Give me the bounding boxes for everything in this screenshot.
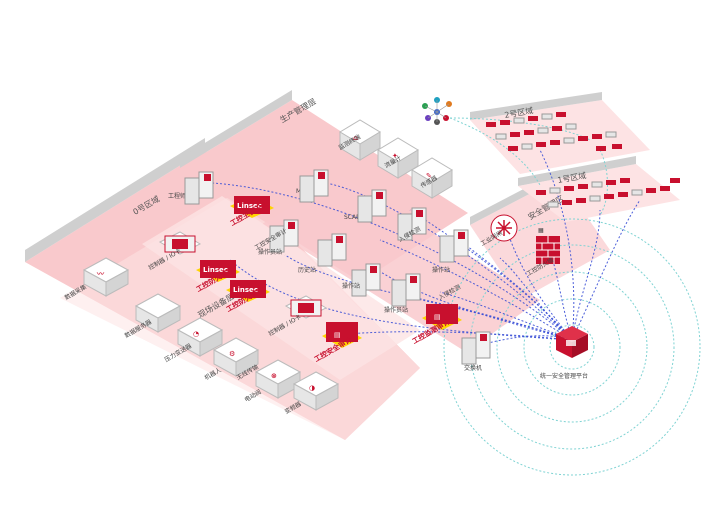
valve-icon: ⊗ (271, 372, 277, 380)
gateway-device[interactable] (490, 214, 518, 242)
signal-icon: ✦ (392, 152, 398, 160)
gauge-icon: ◔ (193, 330, 199, 338)
wrench-icon: ✎ (426, 172, 432, 180)
cloud-links (449, 117, 608, 216)
op-station-label-2: 操作员站 (384, 306, 408, 314)
server-tower-6[interactable] (269, 219, 299, 253)
server-tower-3[interactable] (357, 189, 387, 223)
server-tower-2[interactable] (299, 169, 329, 203)
switch-label: 交换机 (464, 364, 482, 372)
plc-device-2[interactable] (284, 295, 328, 319)
ws-label-1: 操作站 (342, 282, 360, 290)
device-mes-1[interactable]: ⌂ (339, 119, 381, 161)
server-tower-10[interactable] (461, 331, 491, 365)
linsec-tag-3: Linsec (233, 286, 258, 294)
wireless-rings (443, 218, 701, 476)
management-center[interactable] (556, 326, 588, 358)
scada-label: SCADA (344, 214, 366, 221)
field-device-data-collect[interactable]: 〰 (82, 257, 130, 297)
field-device-flow[interactable]: ◔ (176, 317, 224, 357)
server-tower-8[interactable] (351, 263, 381, 297)
firewall-device[interactable]: ▦ (536, 227, 560, 264)
firewall-icon: ▦ (538, 227, 544, 234)
field-device-server[interactable] (134, 293, 182, 333)
field-device-robot[interactable]: ⚙ (212, 337, 260, 377)
server-tower-9[interactable] (391, 273, 421, 307)
audit-icon: ▤ (334, 331, 341, 339)
server-tower-7[interactable] (317, 233, 347, 267)
device-mes-2[interactable]: ✦ (377, 137, 419, 179)
linsec-tag-1: Linsec (237, 202, 262, 210)
dial-icon: ◑ (309, 384, 315, 392)
op-station-label-1: 操作员站 (258, 248, 282, 256)
server-tower-1[interactable] (184, 171, 214, 205)
server-tower-4[interactable] (397, 207, 427, 241)
eng-station-label: 工程师站 (168, 192, 192, 200)
ws-label-2: 操作站 (432, 266, 450, 274)
monitor-icon: ⌂ (353, 134, 358, 142)
linsec-tag-2: Linsec (203, 266, 228, 274)
waveform-icon: 〰 (96, 270, 105, 278)
monitor-audit-icon: ▤ (434, 313, 441, 321)
robot-arm-icon: ⚙ (229, 350, 235, 358)
zone-1-right-devices (536, 178, 680, 208)
field-device-vfd[interactable]: ◑ (292, 371, 340, 411)
historian-label: 历史站 (298, 266, 316, 274)
mgmt-center-label: 统一安全管理平台 (540, 372, 588, 380)
plc-device-1[interactable] (158, 231, 202, 255)
zone-2-devices (486, 112, 622, 151)
server-tower-5[interactable] (439, 229, 469, 263)
cloud-nodes (422, 97, 452, 125)
device-mes-3[interactable]: ✎ (411, 157, 453, 199)
